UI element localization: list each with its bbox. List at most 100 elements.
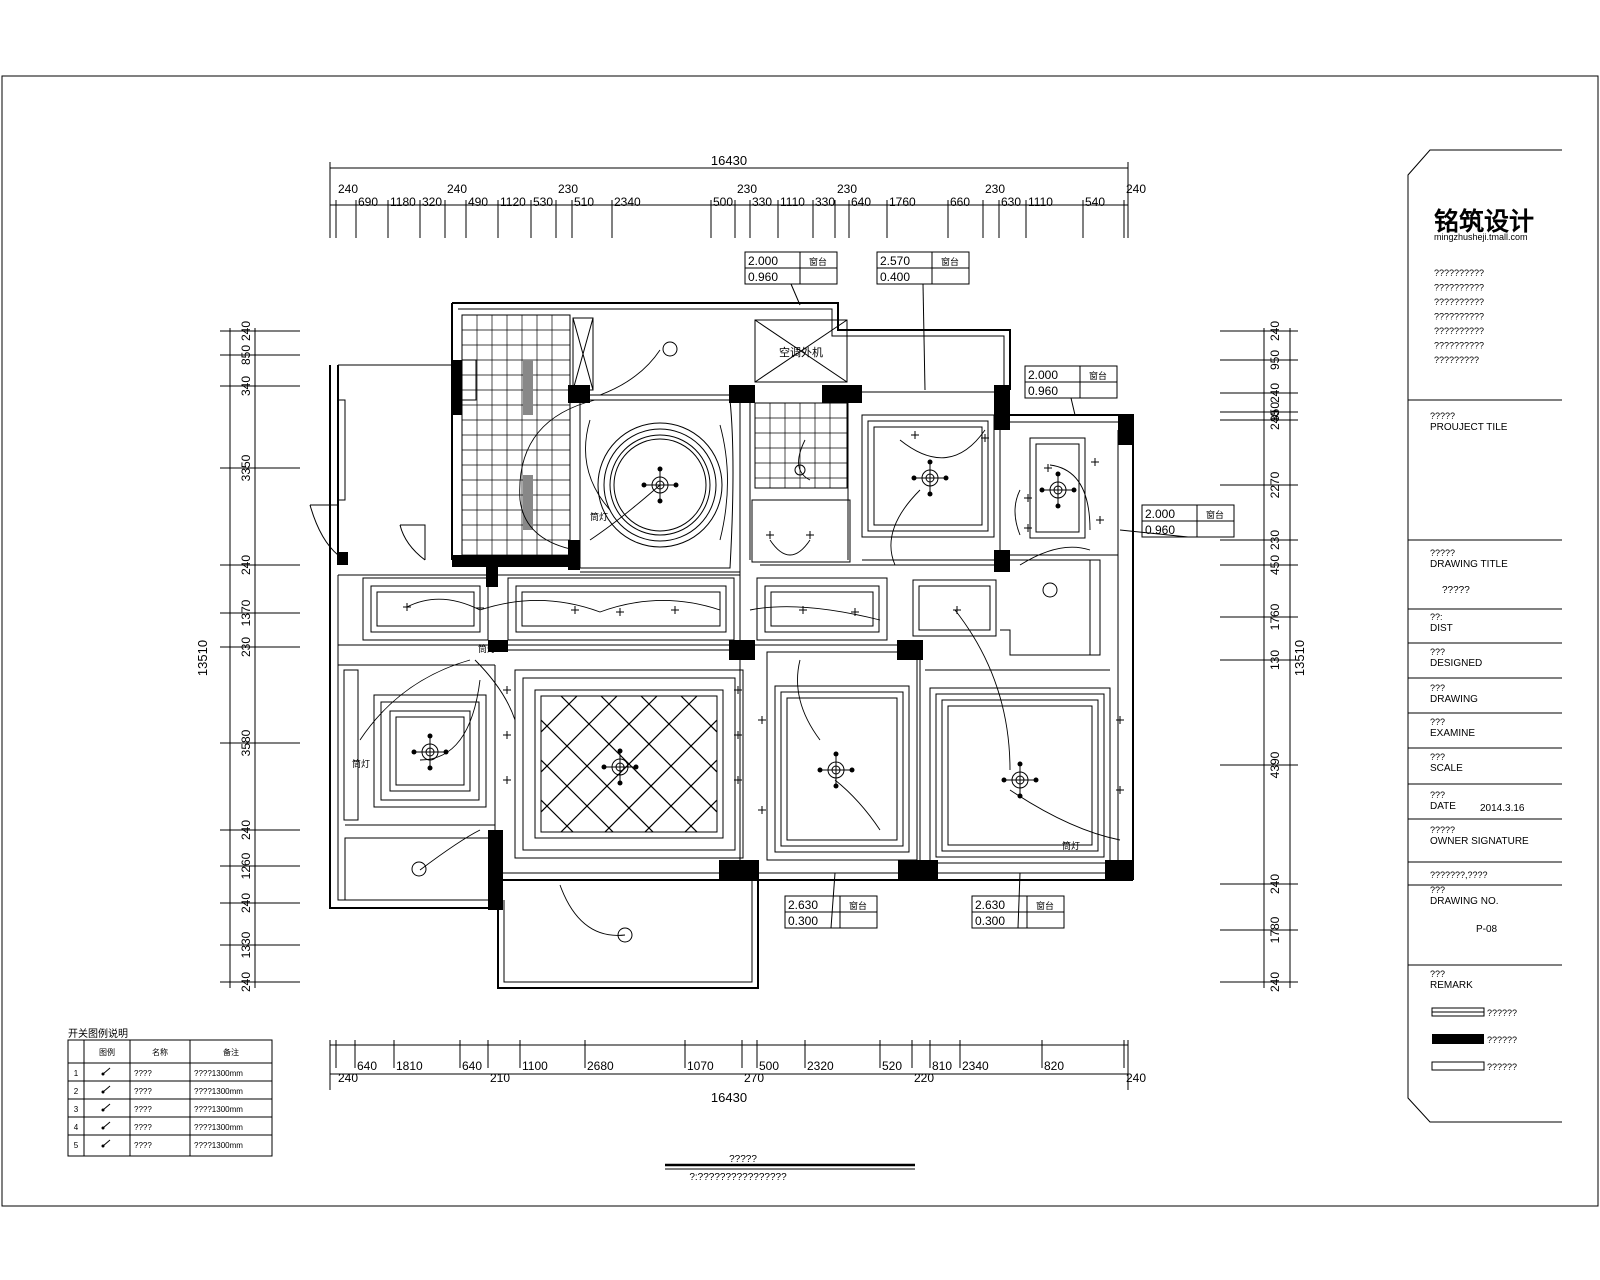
- designed-label: DESIGNED: [1430, 658, 1482, 669]
- downlight-icon: [758, 806, 766, 814]
- downlight-icon: [1091, 458, 1099, 466]
- remark-label: REMARK: [1430, 980, 1473, 991]
- company-website: mingzhusheji.tmall.com: [1434, 232, 1528, 242]
- legend-row: 2????????1300mm: [74, 1085, 243, 1096]
- height-tag: 2.000 0.960 窗台: [1024, 365, 1118, 416]
- legend-row-name: ????: [134, 1087, 152, 1096]
- legend-row-name: ????: [134, 1141, 152, 1150]
- top-dim-label: 640: [851, 195, 871, 209]
- top-dim-label: 500: [713, 195, 733, 209]
- top-dim-label: 240: [338, 182, 358, 196]
- top-dim-label: 230: [737, 182, 757, 196]
- top-dim-label: 1180: [390, 195, 416, 209]
- top-dimension-lines: [329, 162, 1129, 238]
- title-block: 铭筑设计 mingzhusheji.tmall.com ????????????…: [1407, 149, 1562, 1123]
- switch-icon: [102, 1121, 111, 1129]
- left-dimension-lines: [229, 328, 256, 988]
- spot-light-label-3: 筒灯: [352, 758, 370, 769]
- legend-row-note: ????1300mm: [194, 1123, 243, 1132]
- bottom-dim-label: 270: [744, 1071, 764, 1085]
- left-dim-label: 1330: [239, 931, 253, 958]
- title-block-note: ?????????: [1434, 355, 1479, 365]
- top-dim-label: 330: [752, 195, 772, 209]
- spot-light-label-4: 筒灯: [1062, 840, 1080, 851]
- height-tag-label: 窗台: [941, 256, 959, 267]
- spot-light-label-1: 筒灯: [590, 511, 608, 522]
- legend-header-note: 备注: [223, 1047, 239, 1057]
- downlight-icon: [806, 531, 814, 539]
- remark-item-1: ??????: [1487, 1008, 1517, 1018]
- left-dimensions: 2408503403350240137023035802401260240133…: [220, 321, 300, 992]
- drawing-label-cn: ???: [1430, 683, 1445, 693]
- dist-label-cn: ??:: [1430, 612, 1443, 622]
- legend-header-name: 名称: [152, 1047, 168, 1057]
- owner-label: OWNER SIGNATURE: [1430, 836, 1529, 847]
- ceiling-lamp-icon: [601, 748, 639, 786]
- dining-ceiling: [579, 399, 734, 569]
- kitchen-tile-area: [461, 314, 571, 564]
- bath-tile-grid: [755, 403, 847, 488]
- right-dim-label: 450: [1268, 555, 1282, 575]
- left-dim-label: 3350: [239, 454, 253, 481]
- title-block-note: ??????????: [1434, 283, 1484, 293]
- right-dim-label: 240: [1268, 383, 1282, 403]
- downlight-icon: [766, 531, 774, 539]
- top-dim-label: 490: [468, 195, 488, 209]
- top-dim-label: 230: [985, 182, 1005, 196]
- downlight-icon: [616, 608, 624, 616]
- height-tag-label: 窗台: [849, 900, 867, 911]
- legend-row-note: ????1300mm: [194, 1087, 243, 1096]
- height-tag-top: 2.000: [748, 254, 778, 268]
- floor-plan: 空调外机: [309, 302, 1134, 989]
- date-value: 2014.3.16: [1480, 803, 1525, 814]
- kitchen-sink: [461, 359, 477, 401]
- bottom-dim-label: 1070: [687, 1059, 714, 1073]
- right-dimensions: 2409502403502402270230450176013043902401…: [1220, 321, 1298, 992]
- left-dim-label: 1260: [239, 852, 253, 879]
- ceiling-lamp-icon: [817, 751, 855, 789]
- left-dim-label: 240: [239, 555, 253, 575]
- right-dim-label: 1780: [1268, 916, 1282, 943]
- bottom-dim-label: 820: [1044, 1059, 1064, 1073]
- height-tag-bottom: 0.960: [1028, 384, 1058, 398]
- left-dim-label: 240: [239, 321, 253, 341]
- legend-row-name: ????: [134, 1069, 152, 1078]
- bottom-dim-label: 210: [490, 1071, 510, 1085]
- sheet-border: [1, 75, 1599, 1207]
- switch-legend: 开关图例说明 图例 名称 备注 1????????1300mm2????????…: [67, 1027, 273, 1157]
- south-balcony: [497, 880, 759, 989]
- height-tag-top: 2.630: [788, 898, 818, 912]
- right-dim-label: 240: [1268, 972, 1282, 992]
- project-label: PROUJECT TILE: [1430, 422, 1508, 433]
- title-block-note: ??????????: [1434, 297, 1484, 307]
- bottom-dim-label: 1810: [396, 1059, 423, 1073]
- switch-icon: [102, 1067, 111, 1075]
- legend-row-no: 4: [74, 1123, 79, 1132]
- height-tag-bottom: 0.960: [1145, 523, 1175, 537]
- height-tag-top: 2.000: [1028, 368, 1058, 382]
- lighting-wires: [359, 349, 1121, 936]
- switch-icon: [102, 1085, 111, 1093]
- bottom-dim-label: 640: [462, 1059, 482, 1073]
- overall-width-top: 16430: [711, 153, 747, 168]
- drawing-no-value: P-08: [1476, 924, 1498, 935]
- top-dim-label: 240: [1126, 182, 1146, 196]
- downlight-icon: [981, 434, 989, 442]
- bedroom-ceiling-middle: [766, 651, 918, 861]
- legend-row-note: ????1300mm: [194, 1105, 243, 1114]
- downlight-icon: [1116, 716, 1124, 724]
- legend-rows: 1????????1300mm2????????1300mm3????????1…: [74, 1067, 243, 1150]
- right-dimension-lines: [1263, 328, 1291, 988]
- downlight-icon: [571, 606, 579, 614]
- left-dim-label: 240: [239, 972, 253, 992]
- right-dim-label: 240: [1268, 874, 1282, 894]
- company-logo: 铭筑设计: [1434, 207, 1534, 236]
- aircon-unit: [754, 319, 848, 383]
- spot-light-label-2: 筒灯: [478, 643, 496, 654]
- bottom-dim-label: 520: [882, 1059, 902, 1073]
- left-dim-label: 340: [239, 376, 253, 396]
- kitchen-fixture: [523, 475, 533, 530]
- bottom-dim-label: 2680: [587, 1059, 614, 1073]
- height-tag-label: 窗台: [1089, 370, 1107, 381]
